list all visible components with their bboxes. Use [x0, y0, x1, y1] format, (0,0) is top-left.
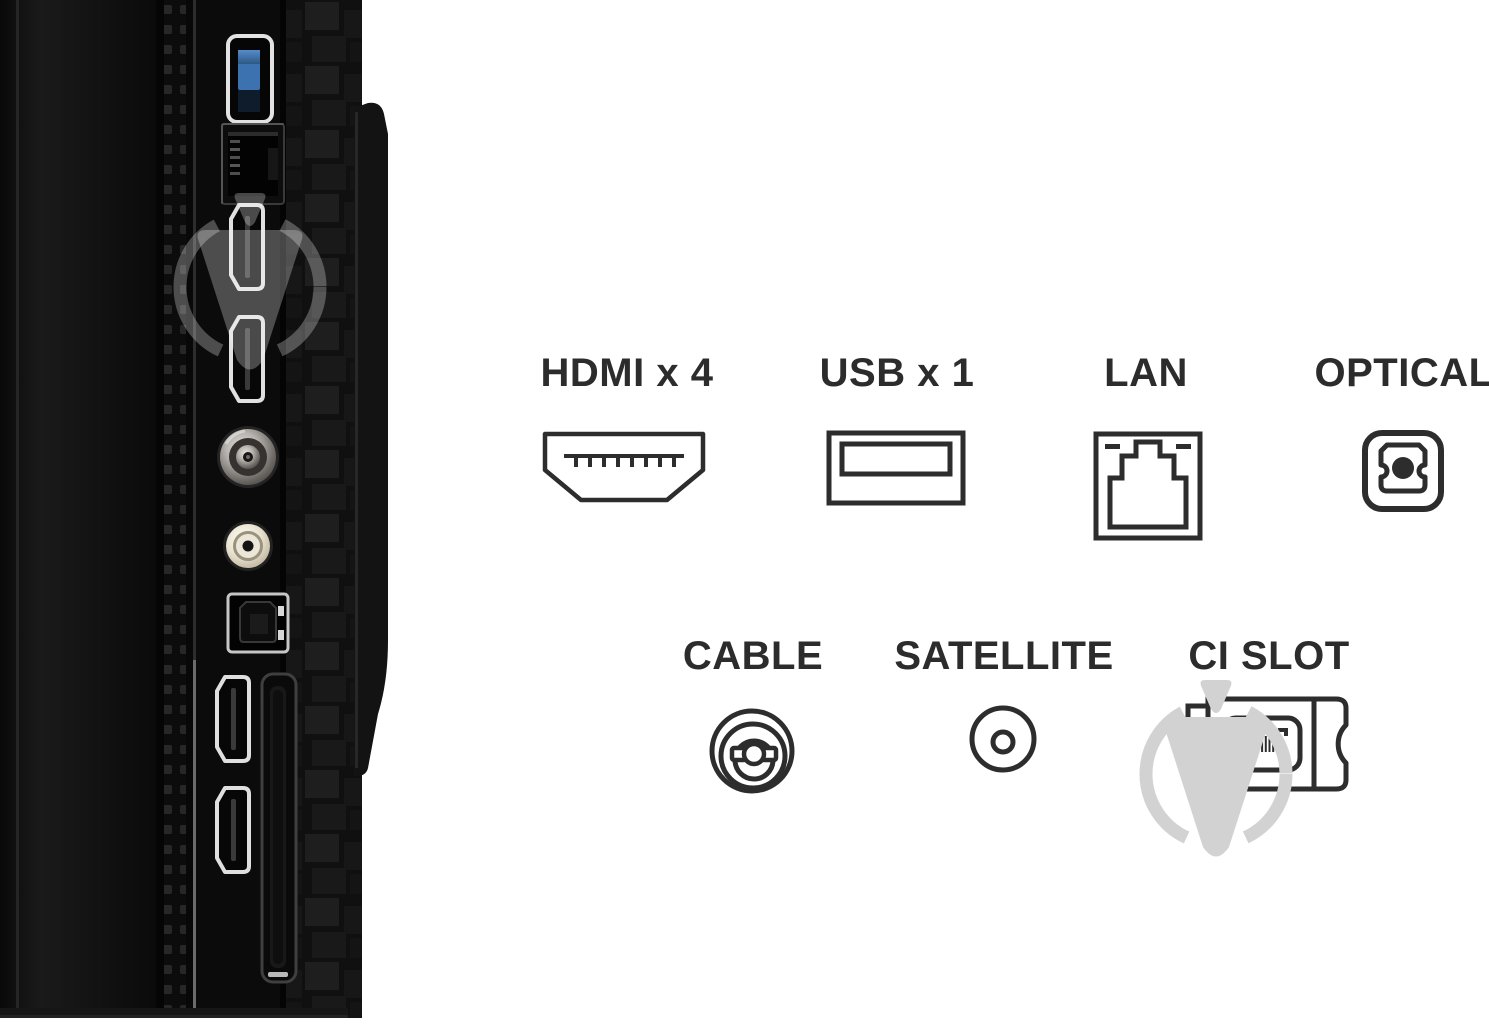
tv-side-panel-photo	[0, 0, 388, 1018]
hdmi-icon	[542, 431, 706, 503]
optical-audio-port	[226, 592, 290, 654]
ethernet-port	[221, 123, 285, 205]
mount-bracket	[354, 102, 388, 776]
ci-card-slot	[260, 672, 298, 984]
optical-icon	[1362, 430, 1444, 512]
watermark-logo	[1120, 658, 1320, 890]
lan-icon	[1093, 431, 1203, 541]
heatsink-blocks	[286, 0, 362, 1018]
satellite-icon	[969, 705, 1037, 773]
usb-port	[226, 34, 274, 124]
port-label-usb: USB x 1	[819, 351, 975, 395]
antenna-cable-connector	[217, 426, 279, 488]
port-label-ci-slot: CI SLOT	[1188, 634, 1350, 678]
cable-icon	[709, 708, 795, 794]
port-label-cable: CABLE	[682, 634, 824, 678]
tv-front-edge	[0, 0, 160, 1018]
usb-icon	[826, 430, 966, 506]
port-label-hdmi: HDMI x 4	[540, 351, 714, 395]
port-label-satellite: SATELLITE	[894, 634, 1114, 678]
port-label-optical: OPTICAL	[1314, 351, 1489, 395]
vent-strip	[164, 0, 186, 1018]
hdmi-port-4	[215, 786, 251, 874]
port-label-lan: LAN	[1104, 351, 1188, 395]
hdmi-port-3	[215, 675, 251, 763]
satellite-connector	[223, 521, 273, 571]
